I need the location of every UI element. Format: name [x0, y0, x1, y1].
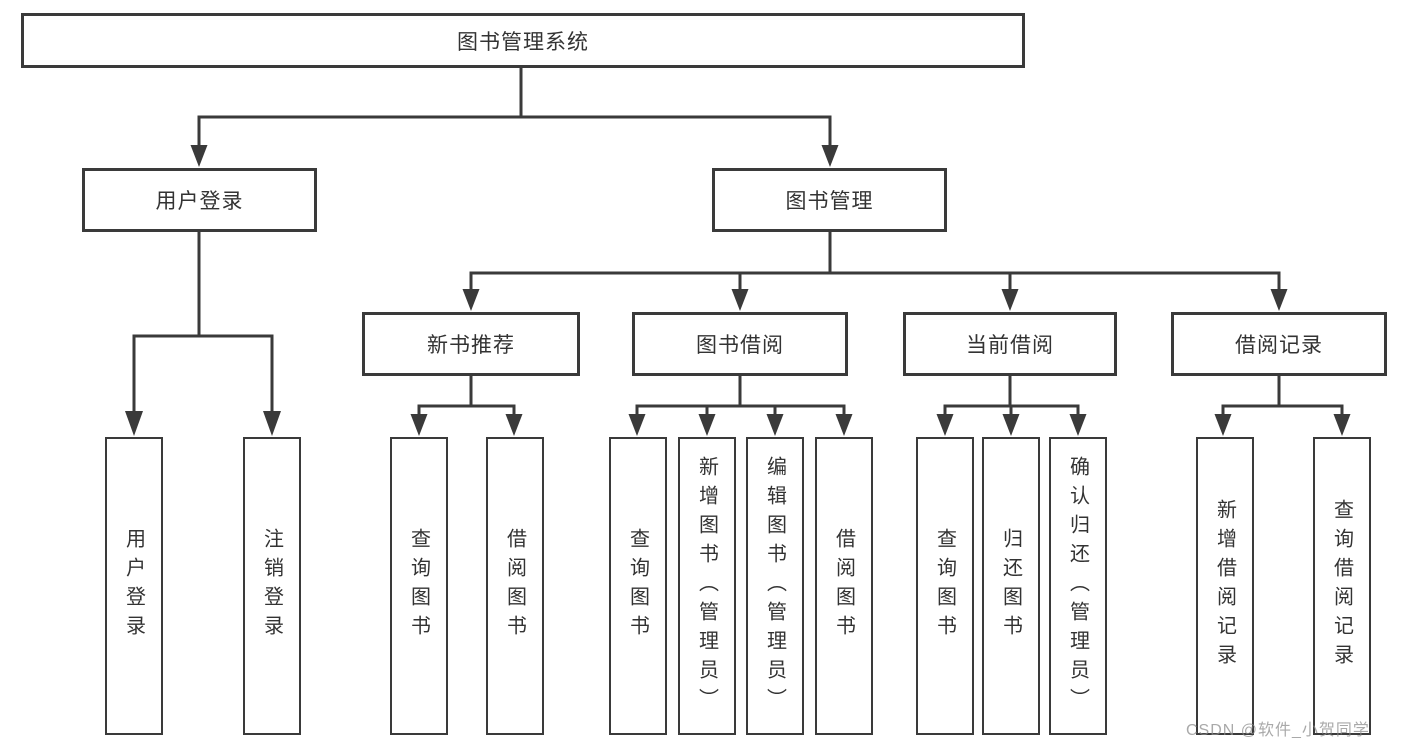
- leaf-query-books: 查询图书: [609, 437, 667, 735]
- node-book-borrowing: 图书借阅: [632, 312, 848, 376]
- leaf-query-books: 查询图书: [390, 437, 448, 735]
- node-new-book-recommendation: 新书推荐: [362, 312, 580, 376]
- node-current-borrowing: 当前借阅: [903, 312, 1117, 376]
- node-borrowing-records: 借阅记录: [1171, 312, 1387, 376]
- leaf-logout: 注销登录: [243, 437, 301, 735]
- watermark: CSDN @软件_小贺同学: [1186, 722, 1370, 739]
- arrowheads: [125, 145, 1351, 436]
- leaf-query-books: 查询图书: [916, 437, 974, 735]
- leaf-add-borrow-record: 新增借阅记录: [1196, 437, 1254, 735]
- leaf-borrow-books: 借阅图书: [486, 437, 544, 735]
- leaf-confirm-return-admin: 确认归还（管理员）: [1049, 437, 1107, 735]
- leaf-borrow-books: 借阅图书: [815, 437, 873, 735]
- leaf-user-login: 用户登录: [105, 437, 163, 735]
- node-book-management: 图书管理: [712, 168, 947, 232]
- leaf-query-borrow-record: 查询借阅记录: [1313, 437, 1371, 735]
- leaf-add-books-admin: 新增图书（管理员）: [678, 437, 736, 735]
- leaf-edit-books-admin: 编辑图书（管理员）: [746, 437, 804, 735]
- node-library-system: 图书管理系统: [21, 13, 1025, 68]
- node-user-login: 用户登录: [82, 168, 317, 232]
- leaf-return-books: 归还图书: [982, 437, 1040, 735]
